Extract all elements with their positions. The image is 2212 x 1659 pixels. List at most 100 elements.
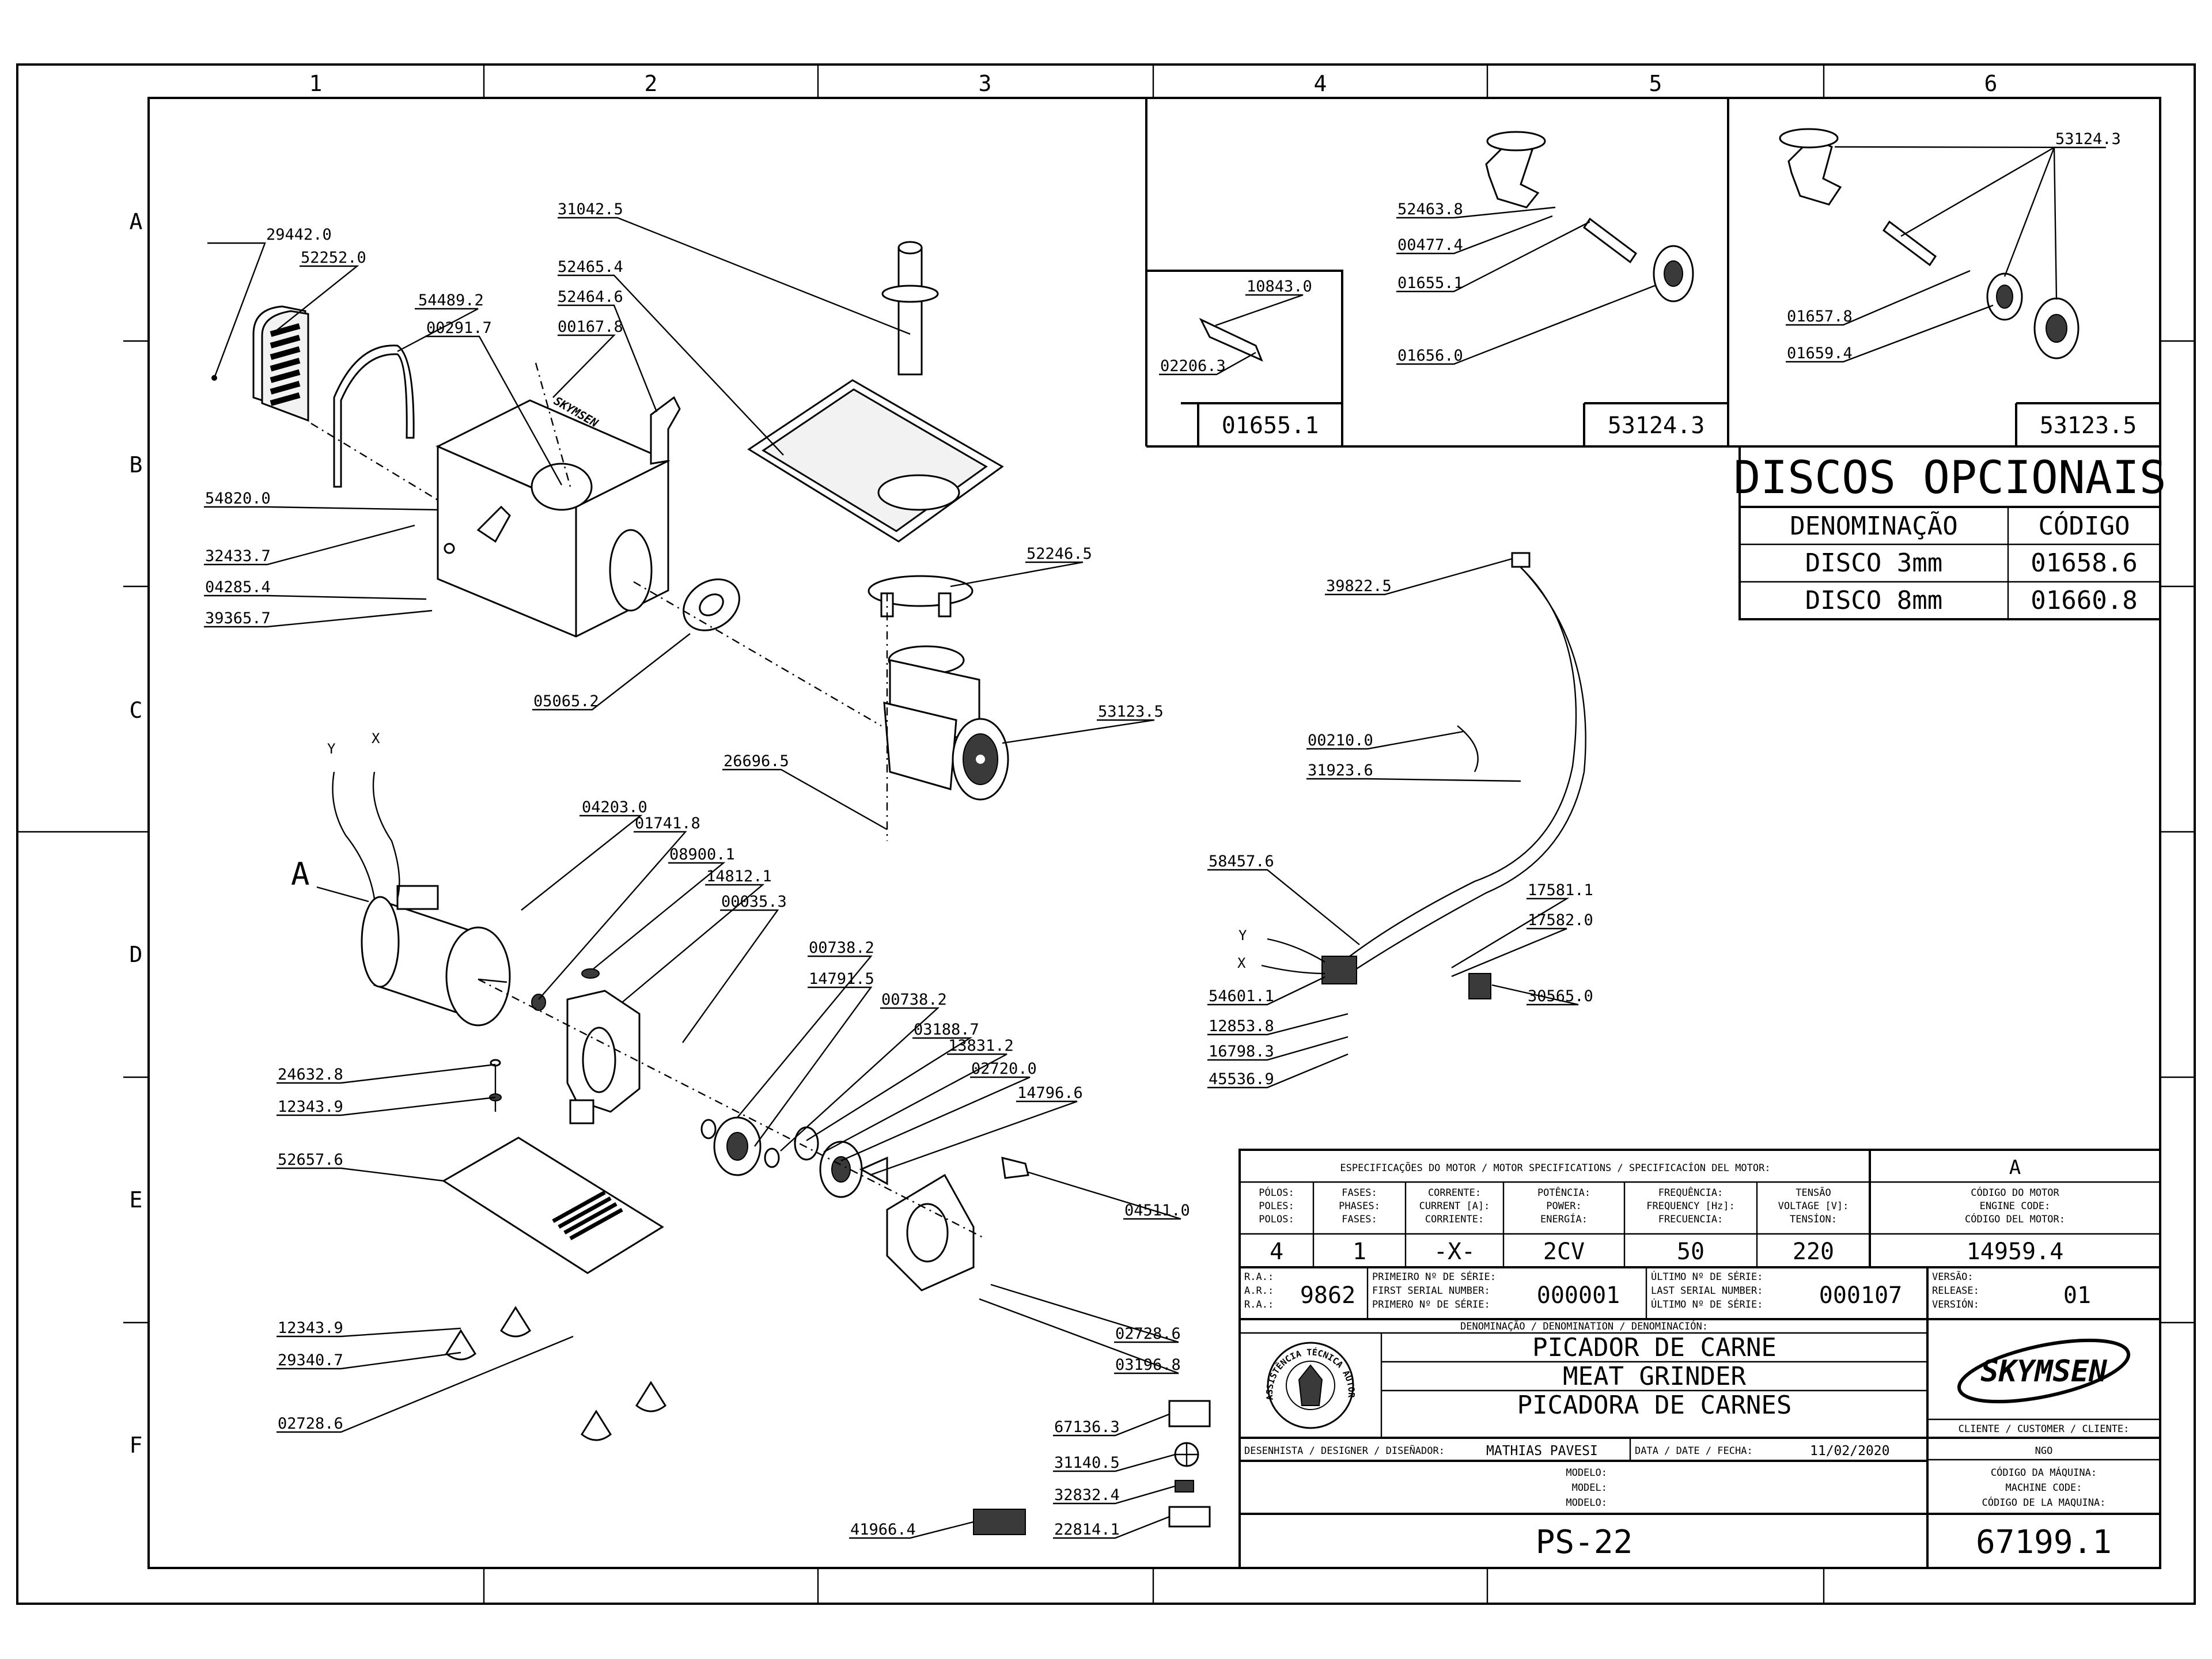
ra-value: 9862 [1300,1282,1355,1309]
ra-label: R.A.: [1244,1299,1274,1310]
front-cover-part [886,1157,1029,1291]
version-value: 01 [2063,1282,2091,1309]
spec-header-cell: POLES: [1259,1200,1294,1212]
date-label: DATA / DATE / FECHA: [1635,1445,1753,1457]
bracket-part [650,396,681,465]
label-03188-7: 03188.7 [914,1021,979,1039]
housing-body-part [435,399,671,638]
engine-code-value: 14959.4 [1967,1238,2064,1265]
engine-code-label: ENGINE CODE: [1980,1200,2051,1212]
name-spanish: PICADORA DE CARNES [1517,1391,1792,1420]
label-01741-8: 01741.8 [635,815,700,832]
label-32832-4: 32832.4 [1054,1486,1120,1504]
optional-discs-title: DISCOS OPCIONAIS [1733,452,2166,504]
label-17581-1: 17581.1 [1528,881,1593,899]
last-serial-value: 000107 [1819,1282,1903,1309]
gasket-ring-part [683,578,740,631]
spec-header-cell: TENSÃO [1796,1186,1831,1199]
zone-row-f: F [130,1433,143,1458]
model-value: PS-22 [1536,1524,1633,1561]
spec-header-cell: FRECUENCIA: [1658,1214,1724,1225]
zone-markers: 1 2 3 4 5 6 A B C D E F [130,71,1998,1458]
discs-col-code-header: CÓDIGO [2039,510,2130,541]
gear-housing-part [531,968,641,1124]
last-serial-label: ÚLTIMO Nº DE SÉRIE: [1651,1270,1763,1283]
spec-value-phases: 1 [1353,1238,1366,1265]
label-01659-4: 01659.4 [1787,344,1853,362]
label-04511-0: 04511.0 [1124,1202,1190,1219]
spec-value-voltage: 220 [1793,1238,1834,1265]
label-00035-3: 00035.3 [721,893,787,911]
disc-row-code: 01660.8 [2031,586,2137,615]
spec-header-cell: FREQUENCY [Hz]: [1646,1200,1735,1212]
designer-value: MATHIAS PAVESI [1486,1444,1598,1459]
label-31923-6: 31923.6 [1308,762,1373,779]
model-label: MODELO: [1566,1467,1607,1479]
grinder-head-part [868,575,1009,801]
label-12343-9-a: 12343.9 [278,1098,343,1116]
disc-row-code: 01658.6 [2031,548,2137,578]
spec-header-cell: TENSÍON: [1790,1213,1837,1225]
label-31042-5: 31042.5 [558,200,623,218]
machine-code-label: CÓDIGO DE LA MAQUINA: [1982,1496,2106,1509]
first-serial-label: PRIMEIRO Nº DE SÉRIE: [1372,1270,1496,1283]
label-01655-1: 01655.1 [1397,274,1463,292]
ra-label: R.A.: [1244,1271,1274,1283]
label-02728-6-b: 02728.6 [278,1415,343,1433]
zone-row-b: B [130,452,143,478]
designer-label: DESENHISTA / DESIGNER / DISEÑADOR: [1244,1444,1445,1457]
zone-col-4: 4 [1314,71,1327,96]
model-label: MODELO: [1566,1497,1607,1509]
disc-row-name: DISCO 8mm [1805,586,1942,615]
rubber-feet-part [445,1306,666,1441]
first-serial-label: FIRST SERIAL NUMBER: [1372,1285,1490,1297]
label-52464-6: 52464.6 [558,288,623,306]
zone-col-3: 3 [979,71,992,96]
label-58457-6: 58457.6 [1209,853,1274,870]
label-12853-8: 12853.8 [1209,1017,1274,1035]
leader-lines [204,146,2107,1539]
spec-header-cell: ENERGÍA: [1540,1213,1588,1225]
label-53123-5: 53123.5 [1098,703,1164,721]
spec-header-cell: POWER: [1546,1200,1581,1212]
wire-label-y: Y [327,741,336,757]
label-39822-5: 39822.5 [1326,577,1392,595]
zone-row-d: D [130,942,143,967]
label-02728-6-a: 02728.6 [1115,1325,1181,1343]
handle-part [333,344,415,488]
label-67136-3: 67136.3 [1054,1418,1120,1436]
label-29442-0: 29442.0 [266,226,332,244]
grille-cover-part [211,305,309,422]
gear-train-part [700,1116,888,1198]
spec-header-cell: FASES: [1342,1214,1377,1225]
part-labels: 29442.0 52252.0 54489.2 00291.7 31042.5 … [205,130,2121,1539]
spec-header-cell: FREQUÊNCIA: [1658,1186,1724,1199]
spec-header-cell: FASES: [1342,1187,1377,1199]
label-02206-3: 02206.3 [1160,357,1226,375]
electrical-parts [1261,552,1586,999]
assembly-axes [310,362,986,1240]
label-52463-8: 52463.8 [1397,200,1463,218]
zone-col-1: 1 [309,71,323,96]
label-04203-0: 04203.0 [582,798,647,816]
brand-text: SKYMSEN [1980,1354,2107,1389]
disc-row-name: DISCO 3mm [1805,548,1942,578]
denomination-header: DENOMINAÇÃO / DENOMINATION / DENOMINACIÓ… [1460,1320,1708,1332]
label-16798-3: 16798.3 [1209,1043,1274,1060]
machine-code-label: CÓDIGO DA MÁQUINA: [1991,1466,2097,1479]
kit-code-01655-1: 01655.1 [1222,412,1319,439]
zone-col-5: 5 [1649,71,1662,96]
spec-value-power: 2CV [1543,1238,1585,1265]
engine-code-label: CÓDIGO DEL MOTOR: [1965,1213,2065,1225]
label-24632-8: 24632.8 [278,1066,343,1084]
motor-spec-header: ESPECIFICAÇÕES DO MOTOR / MOTOR SPECIFIC… [1340,1161,1770,1174]
label-00167-8: 00167.8 [558,318,623,336]
spec-value-current: -X- [1434,1238,1475,1265]
label-32433-7: 32433.7 [205,547,271,565]
ra-label: A.R.: [1244,1285,1274,1297]
label-52252-0: 52252.0 [301,249,366,267]
client-value: NGO [2035,1445,2053,1457]
zone-col-6: 6 [1984,71,1998,96]
spec-header-cell: PHASES: [1339,1200,1380,1212]
label-54820-0: 54820.0 [205,490,271,507]
